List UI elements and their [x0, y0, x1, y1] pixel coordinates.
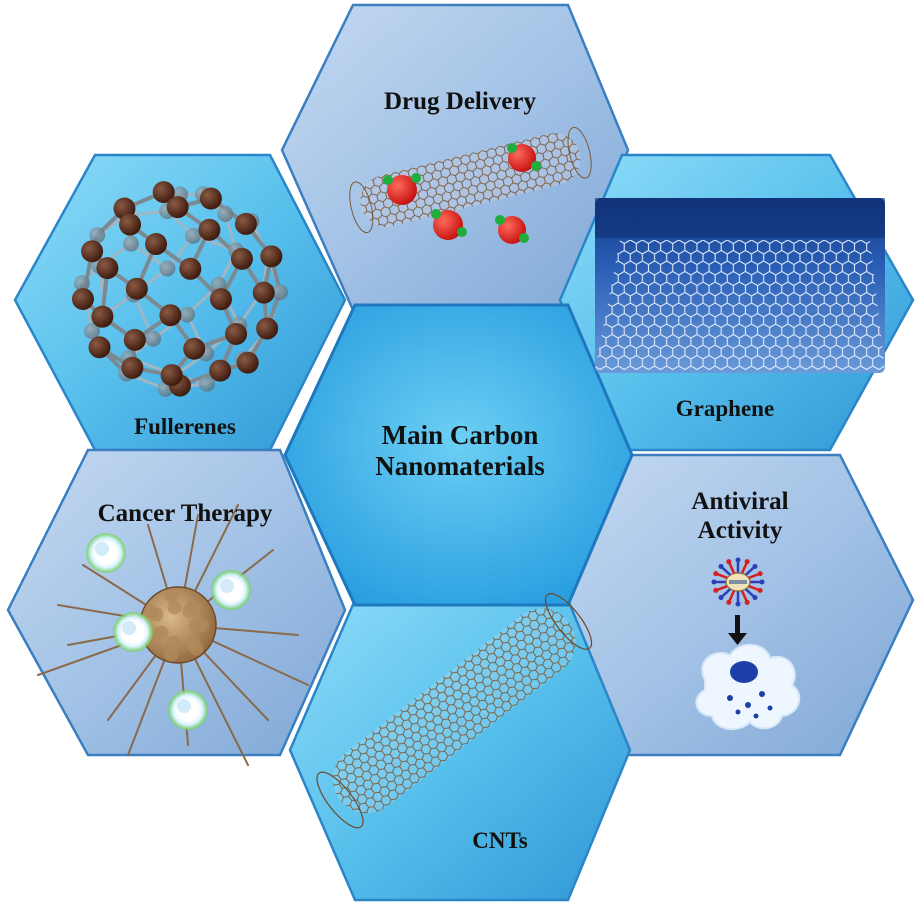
fullerenes-label: Fullerenes [100, 414, 270, 440]
virus-band [729, 580, 747, 584]
virus-spike-tip [752, 564, 757, 569]
fullerene-atom [81, 240, 103, 262]
fullerene-atom [121, 357, 143, 379]
fullerene-atom [167, 196, 189, 218]
core-texture [144, 604, 158, 618]
virus-spike-tip [713, 571, 718, 576]
fullerene-atom [96, 257, 118, 279]
cnts-label: CNTs [450, 828, 550, 854]
sphere-highlight [95, 542, 109, 556]
fullerene-atom [179, 258, 201, 280]
fullerene-atom [253, 282, 275, 304]
virus-spike-tip [736, 558, 741, 563]
fullerene-atom [159, 261, 175, 277]
core-texture [195, 618, 209, 632]
fullerene-atom [126, 278, 148, 300]
fullerene-atom [231, 248, 253, 270]
core-texture [189, 642, 203, 656]
core-texture [165, 589, 179, 603]
virus-spike-tip [736, 602, 741, 607]
core-texture [164, 647, 178, 661]
fullerene-atom [159, 304, 181, 326]
fullerene-atom [91, 306, 113, 328]
tile-cnts [290, 600, 630, 900]
fullerene-atom [225, 323, 247, 345]
virus-spike-tip [745, 600, 750, 605]
virus-spike-tip [719, 595, 724, 600]
fullerene-atom [256, 317, 278, 339]
fullerene-atom [200, 188, 222, 210]
drug-delivery-label: Drug Delivery [355, 88, 565, 117]
virus-spike-tip [760, 580, 765, 585]
virus-spike-tip [752, 595, 757, 600]
graphene-sheet-icon [595, 198, 885, 373]
fullerene-atom [198, 219, 220, 241]
sphere-highlight [122, 621, 136, 635]
antiviral-virus-icon [712, 558, 765, 607]
fullerene-atom [145, 331, 161, 347]
core-texture [167, 635, 181, 649]
infected-cell-icon [696, 645, 799, 729]
virus-spike-tip [719, 564, 724, 569]
fullerene-atom [183, 338, 205, 360]
fullerene-atom [217, 206, 233, 222]
fullerene-atom [237, 352, 259, 374]
fullerene-atom [260, 245, 282, 267]
fullerene-atom [235, 213, 257, 235]
fullerene-atom [119, 214, 141, 236]
antiviral-label-line1: Antiviral [655, 488, 825, 517]
center-title: Main Carbon Nanomaterials [350, 420, 570, 482]
fullerene-atom [89, 336, 111, 358]
cancer-therapy-label: Cancer Therapy [70, 500, 300, 529]
fullerene-atom [209, 360, 231, 382]
sphere-highlight [177, 699, 191, 713]
virus-spike-tip [758, 588, 763, 593]
center-title-line2: Nanomaterials [350, 451, 570, 482]
virus-spike-tip [726, 559, 731, 564]
fullerene-atom [72, 288, 94, 310]
core-texture [187, 600, 201, 614]
virus-spike-tip [745, 559, 750, 564]
antiviral-activity-label: Antiviral Activity [655, 488, 825, 546]
fullerene-atom [179, 307, 195, 323]
fullerene-atom [145, 233, 167, 255]
virus-spike-tip [726, 600, 731, 605]
virus-spike-tip [758, 571, 763, 576]
fullerene-atom [161, 364, 183, 386]
fullerene-atom [124, 329, 146, 351]
graphene-label: Graphene [640, 396, 810, 422]
antiviral-label-line2: Activity [655, 517, 825, 546]
virus-spike-tip [712, 580, 717, 585]
sphere-highlight [220, 579, 234, 593]
center-title-line1: Main Carbon [350, 420, 570, 451]
core-texture [168, 600, 182, 614]
fullerene-atom [123, 236, 139, 252]
virus-spike-tip [713, 588, 718, 593]
fullerene-atom [210, 288, 232, 310]
